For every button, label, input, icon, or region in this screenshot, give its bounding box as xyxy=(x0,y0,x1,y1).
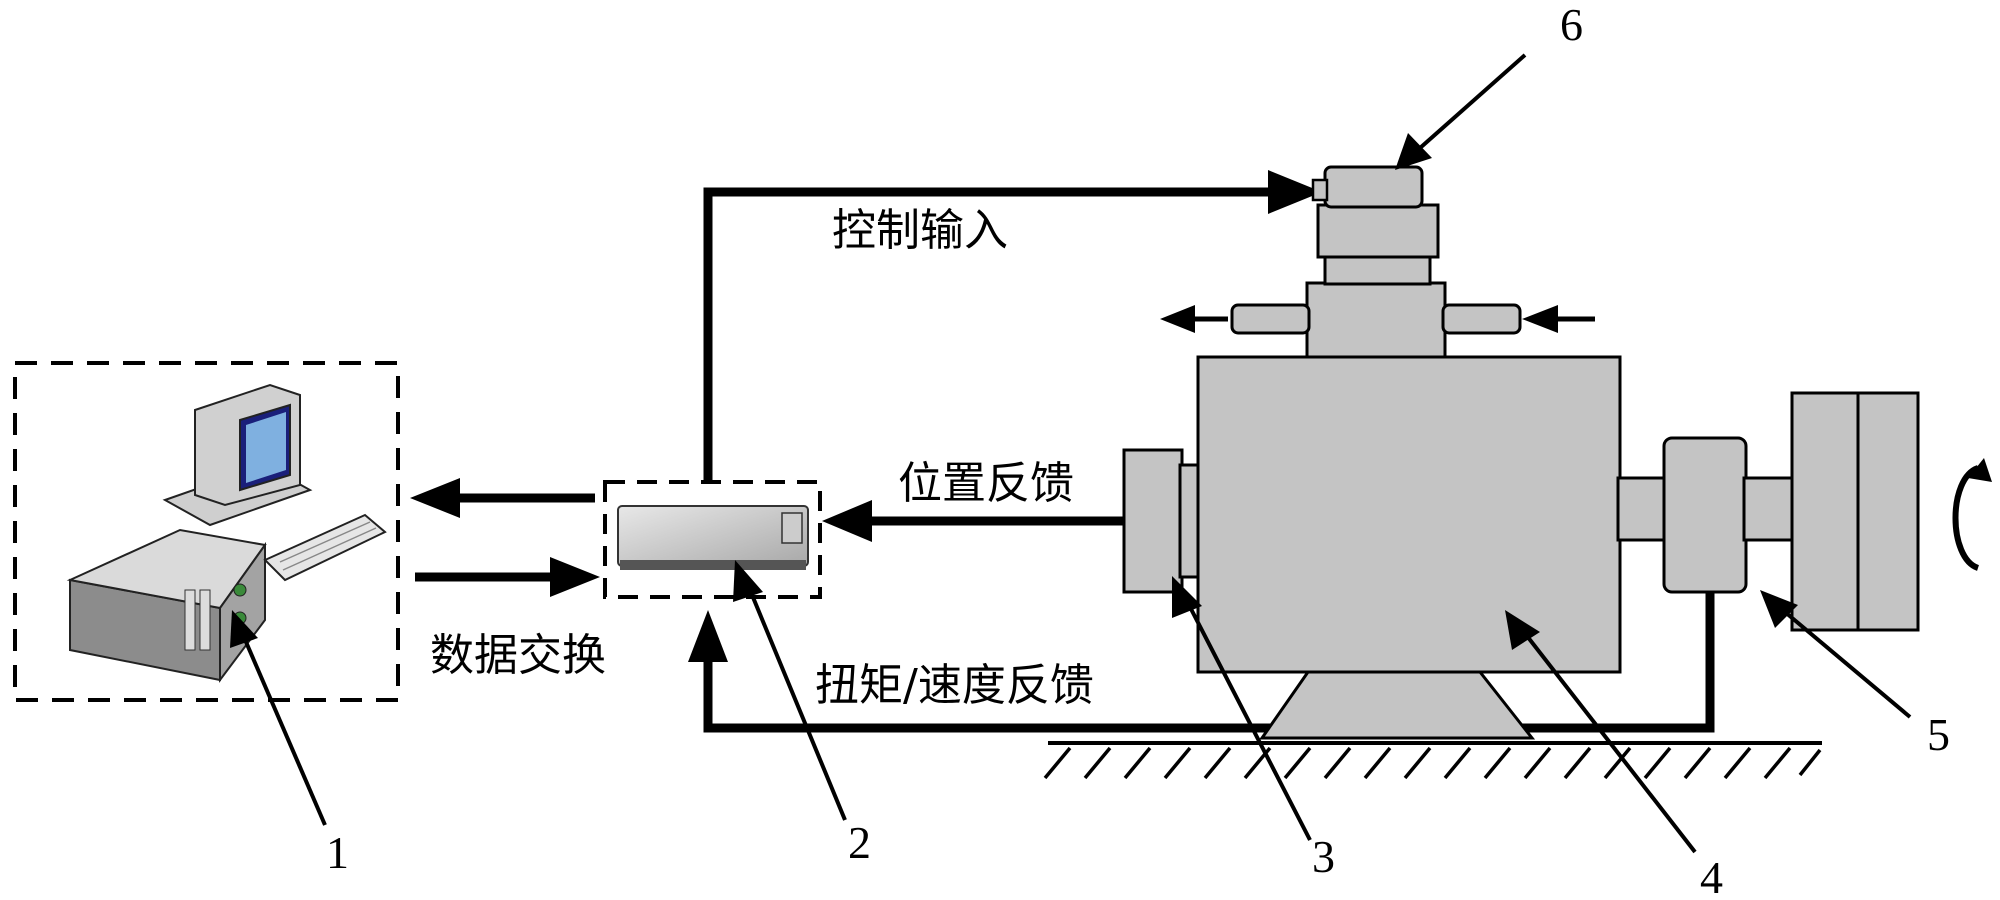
actuator-shaft-left xyxy=(1230,303,1311,335)
actuator-input-port xyxy=(1311,178,1329,202)
shaft-motion-right-arrowhead xyxy=(1522,305,1558,333)
shaft-motion-left-arrowhead xyxy=(1160,305,1195,333)
motor-body xyxy=(1196,355,1622,674)
actuator-shaft-right xyxy=(1441,303,1522,335)
data-exchange-arrowhead-right xyxy=(550,557,600,597)
data-exchange-arrowhead-left xyxy=(410,478,460,518)
callout-leader-2 xyxy=(748,589,847,821)
torque-speed-feedback-arrowhead xyxy=(688,610,728,662)
callout-number-6: 6 xyxy=(1560,0,1583,50)
encoder-inner xyxy=(1178,463,1200,579)
callout-number-2: 2 xyxy=(848,817,871,868)
callout-arrowhead-2 xyxy=(733,560,763,602)
output-shaft-right xyxy=(1742,476,1794,542)
callout-leader-4 xyxy=(1525,634,1697,854)
callout-number-1: 1 xyxy=(326,827,349,878)
callout-arrowhead-6 xyxy=(1395,133,1432,170)
output-shaft-left xyxy=(1616,476,1668,542)
callout-leader-6 xyxy=(1418,53,1527,150)
position-feedback-arrowhead xyxy=(822,500,872,542)
encoder-outer xyxy=(1122,448,1184,594)
callout-arrowhead-1 xyxy=(230,610,258,648)
label-position-feedback: 位置反馈 xyxy=(898,458,1074,509)
callout-arrowhead-4 xyxy=(1505,610,1540,650)
torque-sensor xyxy=(1662,436,1748,594)
callout-leader-1 xyxy=(241,634,327,826)
label-torque-speed-feedback: 扭矩/速度反馈 xyxy=(815,660,1094,711)
label-control-input: 控制输入 xyxy=(832,205,1008,256)
callout-leader-5 xyxy=(1783,610,1912,719)
actuator-top xyxy=(1323,165,1424,209)
torque-speed-feedback-line xyxy=(703,592,1715,733)
control-input-arrowhead xyxy=(1268,170,1322,214)
actuator-head xyxy=(1316,203,1440,259)
rotation-arrow-icon xyxy=(1952,458,1992,571)
controller-device-icon xyxy=(617,505,809,570)
callout-arrowhead-3 xyxy=(1172,576,1202,618)
actuator-neck xyxy=(1323,254,1432,286)
callout-number-4: 4 xyxy=(1700,852,1723,900)
control-input-line xyxy=(703,187,1275,482)
load-block-left xyxy=(1790,391,1862,632)
callout-number-5: 5 xyxy=(1927,709,1950,760)
motor-stand xyxy=(1259,670,1536,740)
load-block-right xyxy=(1856,391,1920,632)
label-data-exchange: 数据交换 xyxy=(430,630,606,681)
callout-number-3: 3 xyxy=(1312,831,1335,882)
actuator-column xyxy=(1305,281,1447,359)
computer-dashed-boundary xyxy=(13,361,400,702)
callout-arrowhead-5 xyxy=(1760,590,1798,628)
callout-leader-3 xyxy=(1188,606,1312,841)
ground-hatching xyxy=(1043,746,1822,780)
computer-workstation-icon xyxy=(66,383,387,683)
